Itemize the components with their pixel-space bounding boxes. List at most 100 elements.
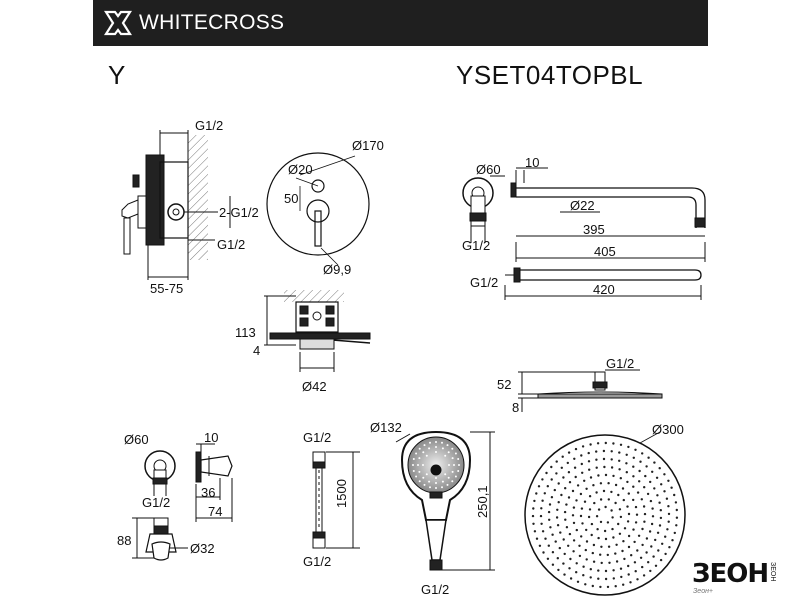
nozzle-dot (585, 528, 588, 532)
nozzle-dot (610, 458, 613, 461)
nozzle-dot (565, 526, 569, 529)
nozzle-dot (590, 533, 593, 537)
nozzle-dot (550, 465, 553, 469)
nozzle-dot (593, 501, 596, 505)
nozzle-dot (563, 573, 566, 576)
nozzle-dot (589, 576, 592, 579)
nozzle-dot (619, 443, 623, 446)
nozzle-dot (565, 503, 568, 506)
zeon-subtitle: Зеон+ (693, 588, 714, 595)
hand-nozzle-dot (458, 464, 460, 466)
nozzle-dot (614, 585, 617, 588)
nozzle-dot (604, 537, 608, 541)
nozzle-dot (556, 557, 559, 560)
hand-nozzle-dot (417, 464, 419, 466)
nozzle-dot (634, 505, 638, 509)
nozzle-dot (584, 583, 587, 586)
nozzle-dot (595, 450, 598, 453)
nozzle-dot (580, 462, 583, 466)
hand-nozzle-dot (415, 475, 418, 478)
hand-nozzle-dot (446, 483, 449, 486)
nozzle-dot (579, 492, 583, 496)
arm-thread-straight-label: G1/2 (470, 275, 498, 290)
hand-nozzle-dot (446, 444, 449, 447)
nozzle-dot (568, 481, 572, 484)
nozzle-dot (638, 480, 641, 483)
hand-shower-diameter-label: Ø132 (370, 420, 402, 435)
nozzle-dot (645, 551, 648, 554)
nozzle-dot (581, 522, 584, 525)
nozzle-dot (597, 474, 600, 477)
nozzle-dot (604, 473, 608, 477)
wall-holder-drawing (132, 443, 233, 561)
nozzle-dot (632, 475, 635, 478)
nozzle-dot (581, 445, 585, 448)
nozzle-dot (532, 522, 535, 525)
hand-nozzle-dot (428, 447, 431, 450)
nozzle-dot (574, 475, 577, 479)
nozzle-dot (653, 487, 656, 490)
nozzle-dot (659, 509, 662, 512)
nozzle-dot (658, 501, 661, 504)
nozzle-dot (562, 476, 565, 479)
valve-inlet-top-label: G1/2 (195, 118, 223, 133)
nozzle-dot (583, 500, 587, 503)
nozzle-dot (674, 501, 678, 504)
hand-nozzle-dot (441, 447, 444, 450)
hose-thread-bottom-label: G1/2 (303, 554, 331, 569)
nozzle-dot (583, 479, 586, 482)
hand-nozzle-dot (412, 458, 415, 460)
arm-total-length-label: 405 (594, 244, 616, 259)
hand-nozzle-dot (435, 441, 437, 443)
hand-nozzle-dot (444, 473, 447, 476)
arm-flange-thickness-label: 10 (525, 155, 539, 170)
nozzle-dot (610, 466, 614, 469)
nozzle-dot (658, 467, 661, 470)
nozzle-dot (675, 524, 678, 527)
nozzle-dot (589, 443, 592, 446)
shower-head-face (524, 431, 686, 596)
hand-nozzle-dot (441, 486, 443, 489)
nozzle-dot (602, 457, 606, 461)
nozzle-dot (573, 457, 576, 460)
nozzle-dot (656, 494, 659, 497)
holder-hook-diameter-label: Ø32 (190, 541, 215, 556)
hand-nozzle-dot (457, 470, 460, 472)
nozzle-dot (588, 508, 592, 511)
head-thickness-label: 8 (512, 400, 519, 415)
nozzle-dot (596, 442, 600, 445)
nozzle-dot (603, 465, 606, 469)
nozzle-dot (592, 543, 596, 547)
nozzle-dot (585, 558, 588, 561)
valve-inlet-bottom-label: G1/2 (217, 237, 245, 252)
valve-depth-label: 55-75 (150, 281, 183, 296)
valve-front-plate (266, 152, 370, 266)
nozzle-dot (576, 580, 580, 583)
nozzle-dot (646, 492, 650, 496)
nozzle-dot (610, 450, 613, 453)
nozzle-dot (606, 521, 610, 524)
nozzle-dot (670, 486, 673, 489)
nozzle-dot (561, 455, 564, 458)
hand-nozzle-dot (441, 441, 443, 444)
nozzle-dot (571, 514, 575, 517)
nozzle-dot (618, 508, 622, 511)
nozzle-dot (600, 545, 603, 548)
nozzle-dot (630, 554, 633, 557)
nozzle-dot (597, 536, 600, 540)
nozzle-dot (636, 578, 639, 581)
nozzle-dot (546, 557, 550, 560)
nozzle-dot (559, 531, 562, 534)
nozzle-dot (666, 528, 669, 531)
hand-nozzle-dot (422, 476, 425, 479)
nozzle-dot (549, 526, 552, 529)
hand-nozzle-dot (435, 477, 437, 479)
nozzle-dot (675, 508, 678, 512)
nozzle-dot (622, 498, 625, 502)
nozzle-dot (673, 493, 676, 497)
nozzle-dot (547, 510, 551, 514)
nozzle-dot (597, 508, 601, 511)
nozzle-dot (632, 498, 635, 502)
nozzle-dot (554, 540, 557, 543)
nozzle-dot (541, 499, 544, 502)
